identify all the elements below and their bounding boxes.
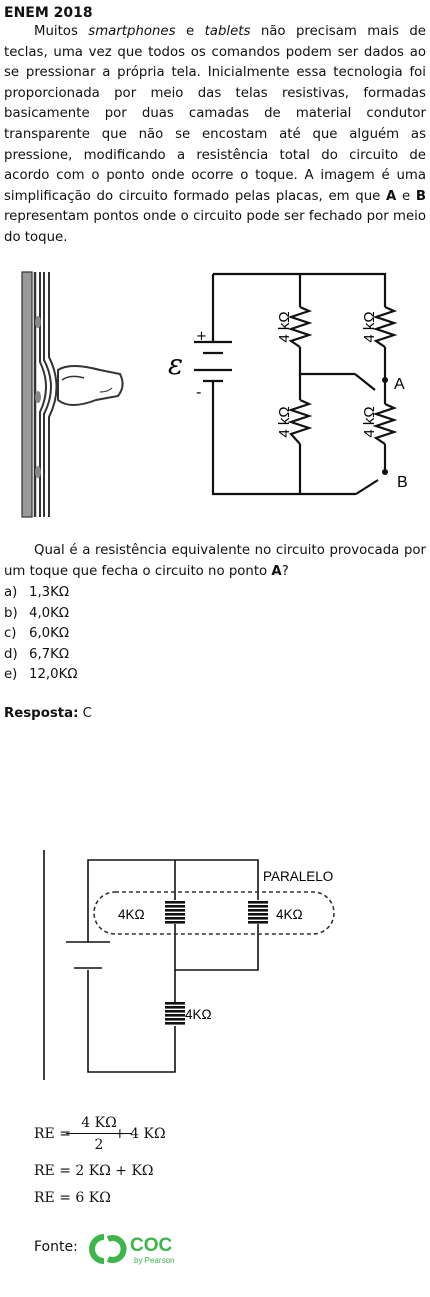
option-d[interactable]: d)6,7KΩ: [4, 646, 70, 662]
emf-label: ε: [168, 348, 183, 381]
eq-line2: RE = 2 KΩ + KΩ: [34, 1163, 154, 1179]
option-a[interactable]: a)1,3KΩ: [4, 585, 70, 600]
exam-heading: ENEM 2018: [4, 5, 93, 21]
answer-line: Resposta: C: [4, 706, 92, 721]
question-intro: Muitos smartphones e tablets não precisa…: [4, 24, 426, 245]
parallel-group-outline: [93, 891, 335, 935]
eq-numerator: 4 KΩ: [81, 1115, 117, 1131]
eq-denominator: 2: [66, 1133, 132, 1153]
answer-options: a)1,3KΩ b)4,0KΩ c)6,0KΩ d)6,7KΩ e)12,0KΩ: [4, 583, 78, 686]
label-bottom-left: 4 kΩ: [276, 406, 293, 437]
label-bottom-right: 4 kΩ: [361, 406, 378, 437]
eq-line1-rest: + 4 KΩ: [114, 1126, 166, 1142]
option-b[interactable]: b)4,0KΩ: [4, 605, 70, 621]
r-bottom-label: 4KΩ: [185, 1007, 212, 1022]
point-a-label: A: [394, 376, 405, 393]
parallel-label: PARALELO: [263, 869, 333, 884]
coc-logo-mark: [89, 1234, 127, 1264]
source-label: Fonte:: [34, 1239, 78, 1255]
battery-symbol: [194, 340, 232, 383]
minus-sign: -: [196, 383, 201, 401]
touchscreen-circuit-figure: ε + - A B 4 kΩ 4 kΩ 4 kΩ 4 kΩ: [21, 271, 408, 518]
question-prompt: Qual é a resistência equivalente no circ…: [4, 543, 426, 579]
touchscreen-layers-illustration: [21, 271, 124, 518]
resistor-top-right: [372, 305, 398, 348]
eq-fraction: 4 KΩ 2: [66, 1115, 132, 1153]
solution-circuit-figure: PARALELO 4KΩ 4KΩ 4KΩ: [43, 850, 335, 1080]
r-right-label: 4KΩ: [276, 907, 303, 922]
eq-line1-lhs: RE =: [34, 1126, 71, 1142]
resistor-bottom-left: [287, 398, 313, 445]
point-b-dot: [382, 469, 388, 475]
point-a-dot: [382, 377, 388, 383]
resistor-top-left: [287, 305, 313, 348]
coc-logo-text: COC: [130, 1235, 173, 1256]
coc-logo: COC by Pearson: [89, 1234, 174, 1265]
resistor-right: [248, 901, 268, 924]
option-e[interactable]: e)12,0KΩ: [4, 667, 78, 683]
label-top-right: 4 kΩ: [361, 311, 378, 342]
solution-wires: [43, 850, 259, 1080]
resistor-left: [165, 901, 185, 924]
circuit-wires: [211, 272, 387, 496]
r-left-label: 4KΩ: [118, 907, 145, 922]
coc-logo-subtext: by Pearson: [134, 1256, 174, 1265]
eq-line3: RE = 6 KΩ: [34, 1190, 111, 1206]
resistor-bottom: [165, 1002, 185, 1025]
option-c[interactable]: c)6,0KΩ: [4, 626, 70, 642]
point-b-label: B: [397, 474, 408, 491]
label-top-left: 4 kΩ: [276, 311, 293, 342]
resistor-bottom-right: [372, 402, 398, 445]
plus-sign: +: [196, 329, 207, 344]
